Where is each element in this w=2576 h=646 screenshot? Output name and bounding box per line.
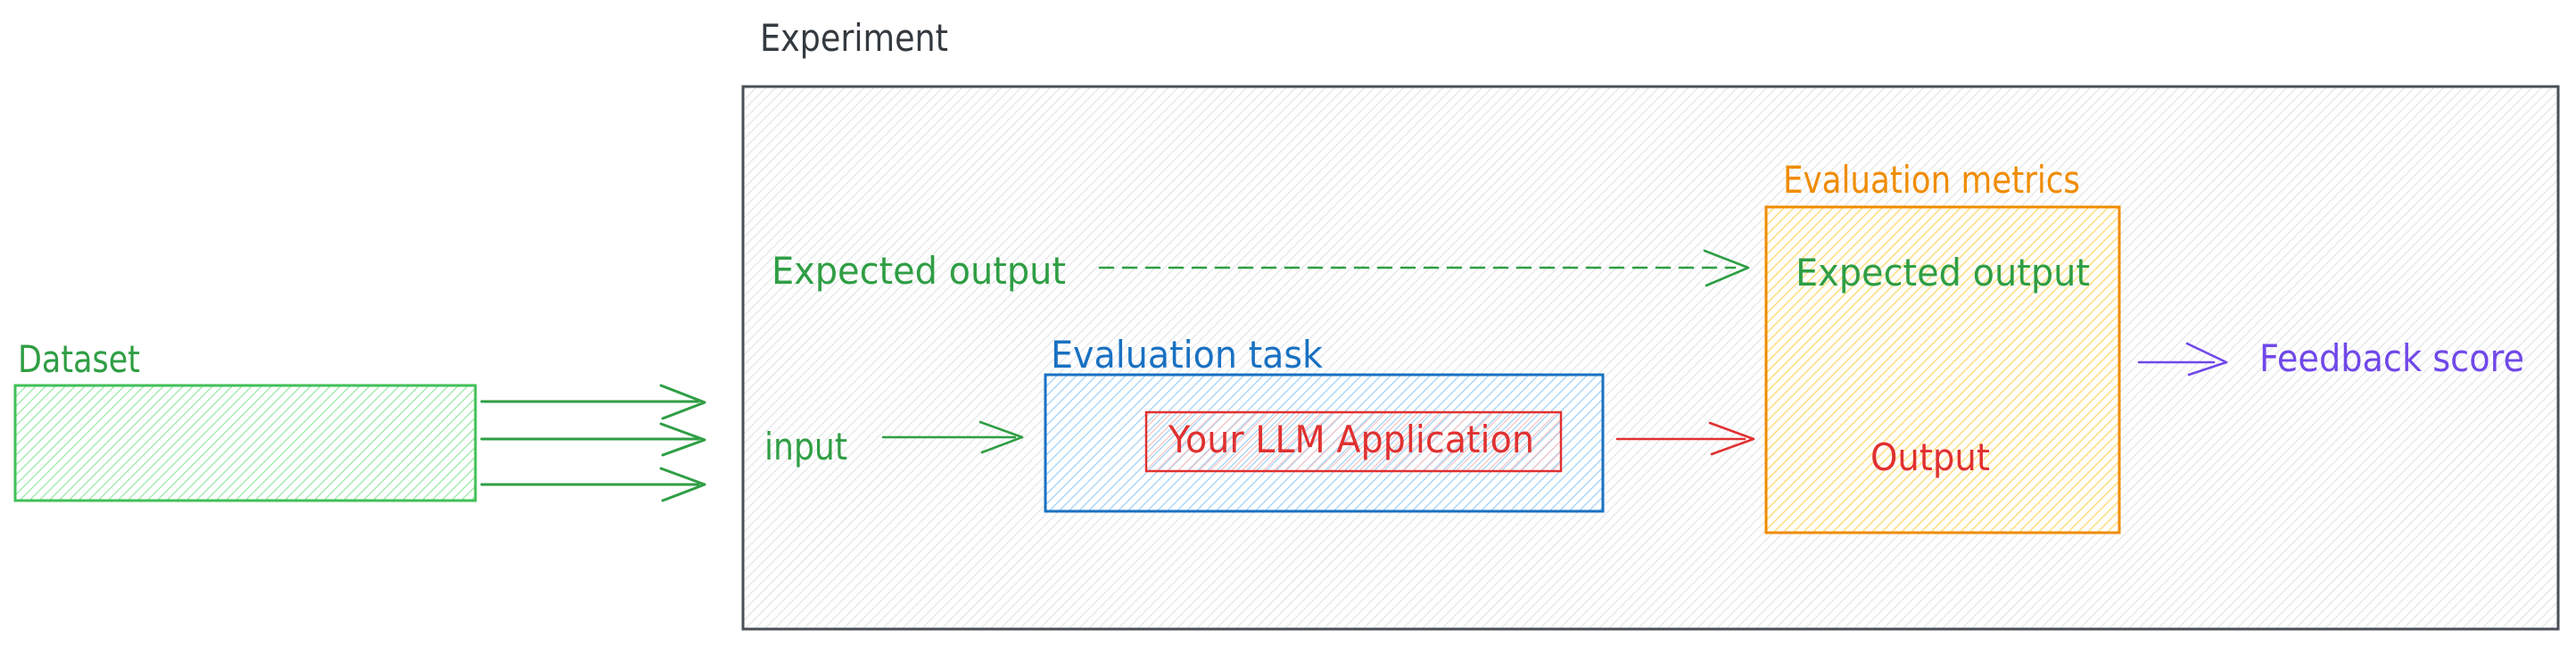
arrowhead (1703, 249, 1750, 287)
dataset-label: Dataset (18, 337, 140, 381)
input-label: input (764, 425, 847, 468)
task-to-metrics-arrow (1615, 421, 1755, 456)
expected-output-dashed-arrow (1098, 249, 1750, 287)
experiment-box (741, 85, 2560, 631)
arrowhead (1708, 421, 1755, 456)
arrowhead (659, 384, 706, 420)
dataset-to-experiment-arrows (480, 384, 706, 502)
arrowhead (2185, 342, 2228, 377)
evaluation-task-label: Evaluation task (1051, 333, 1324, 377)
llm-application-box (1144, 410, 1563, 473)
metrics-to-feedback-arrow (2137, 342, 2228, 377)
feedback-score-label: Feedback score (2259, 336, 2524, 380)
dataset-box (13, 384, 477, 502)
experiment-label: Experiment (760, 16, 948, 60)
arrowhead (978, 420, 1024, 454)
evaluation-metrics-label: Evaluation metrics (1783, 158, 2080, 202)
arrowhead (659, 422, 706, 457)
evaluation-metrics-box (1764, 205, 2121, 534)
expected-output-source-label: Expected output (772, 249, 1066, 293)
llm-application-label: Your LLM Application (1168, 418, 1534, 461)
expected-output-metric-label: Expected output (1796, 251, 2090, 294)
output-metric-label: Output (1870, 435, 1990, 479)
input-arrow (881, 420, 1024, 454)
arrowhead (659, 467, 706, 502)
